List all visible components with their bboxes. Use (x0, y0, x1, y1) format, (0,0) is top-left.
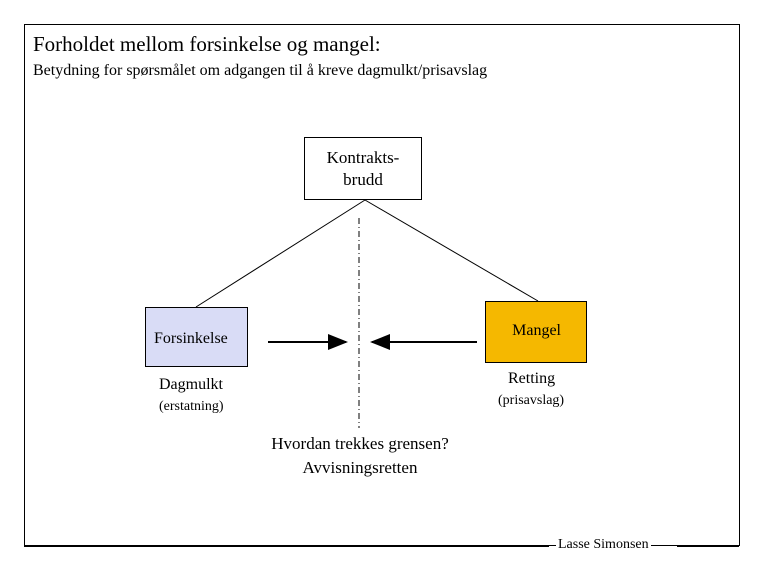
boundary-question: Hvordan trekkes grensen? Avvisningsrette… (240, 432, 480, 480)
slide-subtitle: Betydning for spørsmålet om adgangen til… (33, 62, 488, 79)
footer-rule-right (677, 546, 739, 547)
defect-label: Mangel (512, 321, 561, 339)
defect-box: Mangel (485, 301, 587, 363)
footer-rule-left (24, 546, 549, 547)
breach-box: Kontrakts- brudd (304, 137, 422, 200)
delay-label: Forsinkelse (154, 330, 228, 347)
slide-title: Forholdet mellom forsinkelse og mangel: (33, 32, 381, 56)
defect-remedy: Retting (508, 370, 556, 387)
delay-remedy-note: (erstatning) (159, 399, 224, 414)
connector-right (364, 199, 539, 302)
slide-frame (24, 24, 740, 546)
breach-label-line1: Kontrakts- (326, 147, 400, 167)
breach-label-line2: brudd (343, 169, 383, 189)
defect-remedy-note: (prisavslag) (498, 393, 565, 408)
question-line1: Hvordan trekkes grensen? (271, 434, 449, 453)
delay-remedy: Dagmulkt (159, 376, 223, 393)
connector-left (195, 199, 366, 308)
question-line2: Avvisningsretten (302, 458, 418, 477)
footer-author: Lasse Simonsen (556, 537, 651, 553)
delay-box: Forsinkelse (145, 307, 248, 367)
